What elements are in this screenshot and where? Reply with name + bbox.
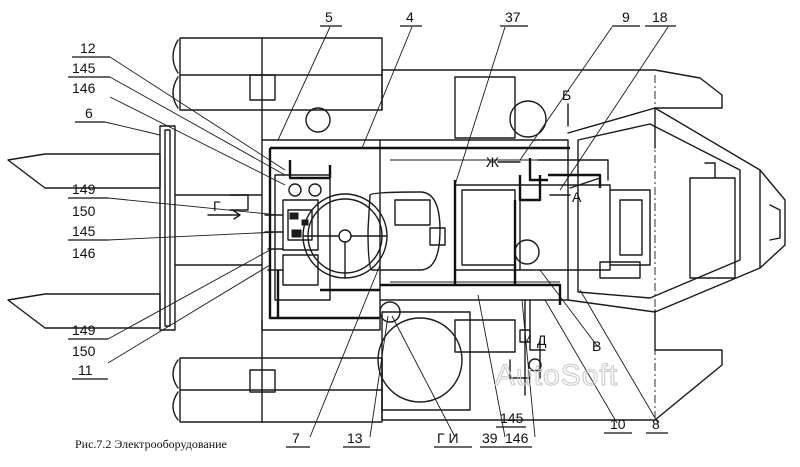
steering-wheel: [302, 193, 388, 279]
callout-gi: Г И: [437, 430, 459, 446]
callout-145-bottom: 145: [500, 410, 524, 426]
callout-10: 10: [610, 416, 626, 432]
callout-12: 12: [80, 40, 96, 56]
letter-b-top: Б: [562, 87, 571, 103]
letter-d: Д: [537, 332, 547, 348]
letter-a: А: [572, 189, 582, 205]
callout-labels: 5 4 37 9 18 12 145 146 6 149 150 145 146…: [68, 9, 676, 448]
callout-146-bottom: 146: [505, 430, 529, 446]
callout-7: 7: [292, 430, 300, 446]
leader-lines: [104, 26, 669, 438]
letter-v: В: [592, 338, 601, 354]
wiring-harness: [268, 146, 609, 396]
control-cluster: [264, 174, 331, 301]
callout-5: 5: [325, 9, 333, 25]
vehicle-outline: [172, 37, 786, 423]
callout-8: 8: [652, 416, 660, 432]
callout-13: 13: [347, 430, 363, 446]
letter-indicators: Г Б Ж А В Д: [207, 87, 601, 354]
letter-zh: Ж: [486, 154, 499, 170]
callout-39: 39: [482, 430, 498, 446]
letter-g: Г: [213, 198, 221, 214]
callout-145-mid: 145: [72, 223, 96, 239]
callout-146-top: 146: [72, 80, 96, 96]
callout-9: 9: [622, 9, 630, 25]
callout-150-upper: 150: [72, 203, 96, 219]
fork-mast: [7, 125, 263, 331]
callout-6: 6: [85, 105, 93, 121]
callout-145-top: 145: [72, 60, 96, 76]
callout-149-upper: 149: [72, 181, 96, 197]
callout-4: 4: [406, 9, 414, 25]
callout-11: 11: [78, 362, 93, 378]
callout-150-lower: 150: [72, 343, 96, 359]
watermark: AutoSoft: [495, 359, 618, 392]
callout-37: 37: [505, 9, 521, 25]
callout-149-lower: 149: [72, 322, 96, 338]
figure-caption: Рис.7.2 Электрооборудование: [75, 437, 227, 451]
callout-18: 18: [652, 9, 668, 25]
callout-146-mid: 146: [72, 245, 96, 261]
